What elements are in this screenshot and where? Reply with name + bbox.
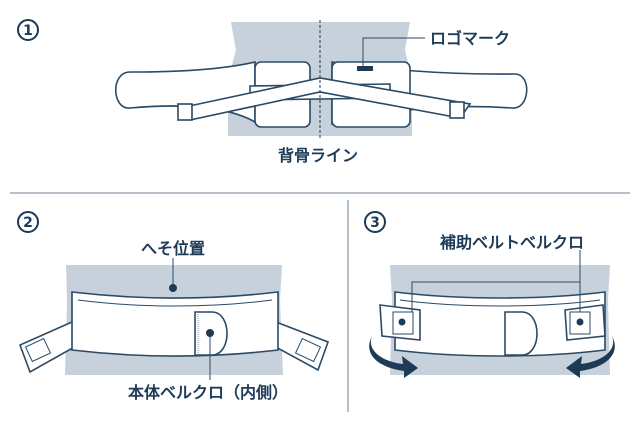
step-3-panel: 3 補助ベルトベルクロ — [364, 211, 615, 378]
left-wrap-arrow-icon — [369, 336, 418, 378]
navel-dot — [169, 284, 177, 292]
spine-line-label: 背骨ライン — [278, 146, 358, 165]
navel-position-label: へそ位置 — [141, 239, 205, 258]
aux-bracket-line — [411, 281, 581, 312]
step-2-badge — [17, 211, 39, 233]
main-belt — [394, 291, 606, 357]
right-aux-tab — [564, 304, 606, 341]
left-aux-velcro — [392, 311, 414, 335]
logo-mark — [357, 66, 373, 71]
belt-top-edge — [77, 299, 273, 307]
belt-top-edge — [399, 299, 601, 307]
step-2-panel: 2 へそ位置 本体ベルクロ（内側） — [17, 211, 330, 402]
step-3-number: 3 — [370, 215, 380, 231]
logo-leader-line — [362, 37, 425, 66]
left-strap-velcro — [24, 337, 52, 363]
velcro-dot — [206, 329, 214, 337]
logo-mark-label: ロゴマーク — [430, 29, 510, 48]
step-3-badge — [364, 211, 386, 233]
step-1-number: 1 — [23, 23, 33, 39]
left-aux-dot — [398, 318, 406, 326]
main-belt — [71, 291, 279, 357]
main-velcro-flap — [504, 311, 538, 356]
step-2-number: 2 — [23, 215, 33, 231]
step-1-panel: 1 ロゴマーク 背骨ライン — [17, 19, 528, 165]
right-aux-dot — [576, 318, 584, 326]
right-strap-velcro — [294, 337, 322, 363]
main-velcro-label: 本体ベルクロ（内側） — [128, 383, 288, 402]
left-strap-tab — [177, 103, 193, 121]
right-wrap-arrow-icon — [566, 336, 615, 378]
step-1-badge — [17, 19, 39, 41]
aux-velcro-label: 補助ベルトベルクロ — [439, 233, 584, 252]
right-strap-tab — [449, 101, 465, 119]
